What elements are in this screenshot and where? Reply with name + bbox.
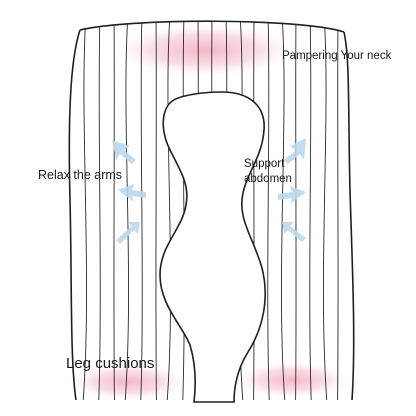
stripe-line: [309, 21, 312, 400]
neck-highlight: [115, 24, 295, 76]
stripe-line: [113, 21, 115, 400]
stripe-line: [166, 21, 172, 400]
inner-cutout: [159, 91, 266, 403]
stripe-line: [253, 21, 255, 400]
stripe-line: [155, 21, 157, 400]
stripe-line: [337, 21, 339, 400]
stripe-line: [140, 21, 143, 400]
stripe-line: [82, 21, 88, 400]
label-neck: Pampering Your neck: [282, 50, 392, 62]
label-leg: Leg cushions: [66, 355, 155, 372]
arrow-icon: [112, 138, 306, 244]
label-arms: Relax the arms: [38, 168, 123, 182]
stripe-line: [267, 21, 270, 400]
stripe-line: [124, 21, 130, 400]
stripe-line: [295, 21, 297, 400]
label-abdomen: Support abdomen: [244, 158, 292, 185]
stripe-line: [322, 21, 328, 400]
right-leg-highlight: [236, 362, 348, 398]
pillow-outline: [68, 20, 355, 401]
stripe-line: [280, 21, 286, 400]
stripe-line: [98, 21, 101, 400]
stripe-line: [182, 21, 185, 400]
